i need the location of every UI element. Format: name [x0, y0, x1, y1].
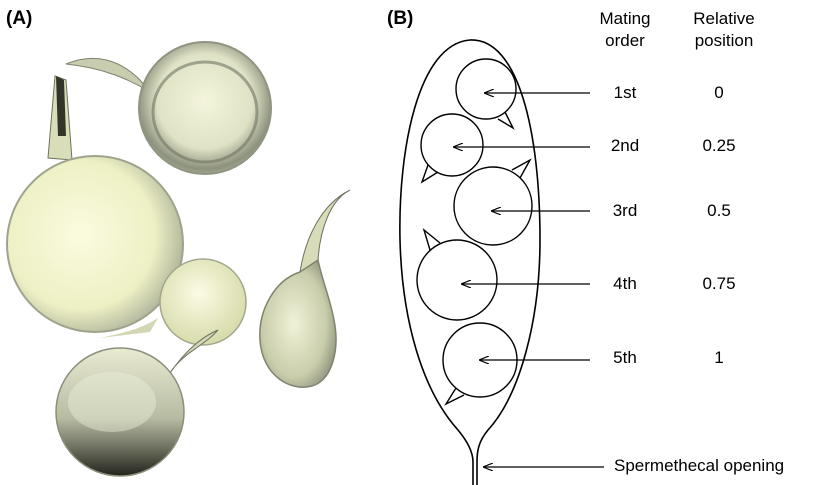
spermatophore-top: [66, 42, 271, 174]
position-value-3: 0.5: [684, 201, 754, 221]
order-label-1: 1st: [600, 83, 650, 103]
position-value-4: 0.75: [684, 274, 754, 294]
spermatophore-right: [260, 190, 350, 387]
spermatheca-diagram: [380, 0, 620, 485]
position-value-2: 0.25: [684, 136, 754, 156]
order-label-2: 2nd: [600, 136, 650, 156]
spermatophore-photo: [0, 40, 370, 480]
relative-position-header-line1: Relative: [678, 8, 770, 30]
panel-a-label: (A): [6, 8, 32, 30]
relative-position-header: Relative position: [678, 8, 770, 52]
relative-position-header-line2: position: [678, 30, 770, 52]
order-label-3: 3rd: [600, 201, 650, 221]
order-label-5: 5th: [600, 348, 650, 368]
position-value-1: 0: [684, 83, 754, 103]
spermatophore-bottom: [56, 330, 218, 476]
mating-order-header-line1: Mating: [590, 8, 660, 30]
mating-order-header: Mating order: [590, 8, 660, 52]
order-label-4: 4th: [600, 274, 650, 294]
spermethecal-opening-label: Spermethecal opening: [614, 456, 784, 476]
mating-order-header-line2: order: [590, 30, 660, 52]
position-value-5: 1: [684, 348, 754, 368]
spermatophore-5th: [443, 323, 517, 404]
